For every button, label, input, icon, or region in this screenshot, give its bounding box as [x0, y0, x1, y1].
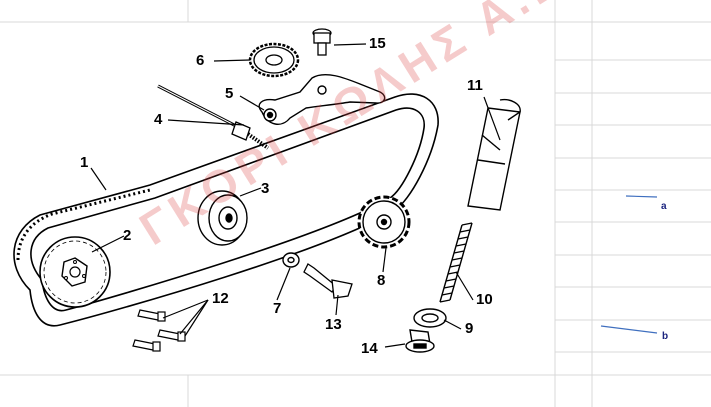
callout-8: 8	[377, 272, 386, 289]
callout-10: 10	[476, 291, 493, 308]
small-bolt	[312, 28, 332, 56]
plug-bolt	[405, 329, 435, 353]
callout-3: 3	[261, 180, 270, 197]
callout-5: 5	[225, 85, 234, 102]
leader-lines	[90, 43, 501, 348]
chain	[13, 93, 439, 327]
gear-nut	[248, 42, 300, 78]
small-washer	[282, 252, 300, 268]
callout-6: 6	[196, 52, 205, 69]
marker-a: a	[661, 201, 667, 212]
cam-sprocket	[357, 195, 411, 249]
callout-1: 1	[80, 154, 89, 171]
pivot-rod	[157, 84, 270, 150]
tensioner-arm	[258, 74, 386, 125]
tensioner-body	[467, 98, 521, 211]
marker-lines	[600, 195, 658, 334]
callout-15: 15	[369, 35, 386, 52]
callout-4: 4	[154, 111, 163, 128]
chain-roller	[197, 190, 248, 246]
marker-b: b	[662, 331, 669, 342]
sealing-washer	[413, 308, 447, 328]
crank-sprocket	[39, 236, 111, 308]
callout-14: 14	[361, 340, 378, 357]
tensioner-spring	[439, 222, 473, 303]
callout-13: 13	[325, 316, 342, 333]
flange-bolt	[303, 263, 353, 299]
callout-12: 12	[212, 290, 229, 307]
callout-9: 9	[465, 320, 474, 337]
callout-11: 11	[467, 77, 483, 94]
small-bolts	[132, 309, 186, 352]
callout-7: 7	[273, 300, 282, 317]
callout-2: 2	[123, 227, 132, 244]
